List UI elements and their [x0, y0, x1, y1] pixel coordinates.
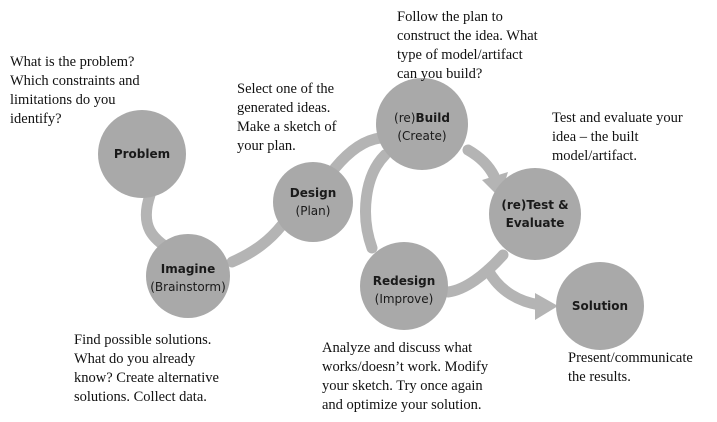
circles — [98, 78, 644, 350]
connector-redesign-build — [360, 149, 391, 254]
test-sublabel: Evaluate — [506, 216, 565, 230]
build-label-bold: Build — [415, 111, 450, 125]
node-test — [489, 168, 581, 260]
node-labels: Problem Imagine (Brainstorm) Design (Pla… — [114, 111, 628, 313]
node-solution — [556, 262, 644, 350]
node-redesign — [360, 242, 448, 330]
connector-test-solution — [482, 264, 546, 311]
node-imagine — [146, 234, 230, 318]
connector-design-build — [329, 132, 386, 174]
build-label-prefix: (re) — [394, 111, 415, 125]
imagine-sublabel: (Brainstorm) — [150, 280, 226, 294]
build-sublabel: (Create) — [397, 129, 446, 143]
arrowhead-test-solution — [535, 293, 558, 320]
connector-build-test — [462, 144, 500, 182]
redesign-label: Redesign — [373, 274, 436, 288]
test-label: (re)Test & — [501, 198, 568, 212]
problem-note: What is the problem? Which constraints a… — [10, 54, 140, 127]
connector-test-redesign — [442, 249, 509, 298]
build-note: Follow the plan to construct the idea. W… — [397, 9, 538, 82]
problem-label: Problem — [114, 147, 170, 161]
imagine-note: Find possible solutions. What do you alr… — [74, 332, 219, 405]
design-label: Design — [290, 186, 337, 200]
imagine-label: Imagine — [161, 262, 215, 276]
node-design — [273, 162, 353, 242]
test-note: Test and evaluate your idea – the built … — [552, 110, 683, 164]
design-note: Select one of the generated ideas. Make … — [237, 81, 337, 154]
build-label: (re)Build — [394, 111, 450, 125]
solution-label: Solution — [572, 299, 628, 313]
node-build — [376, 78, 468, 170]
redesign-sublabel: (Improve) — [375, 292, 434, 306]
redesign-note: Analyze and discuss what works/doesn’t w… — [322, 340, 489, 413]
design-sublabel: (Plan) — [296, 204, 331, 218]
connector-imagine-design — [226, 219, 288, 268]
node-problem — [98, 110, 186, 198]
solution-note: Present/communicate the results. — [568, 350, 693, 385]
